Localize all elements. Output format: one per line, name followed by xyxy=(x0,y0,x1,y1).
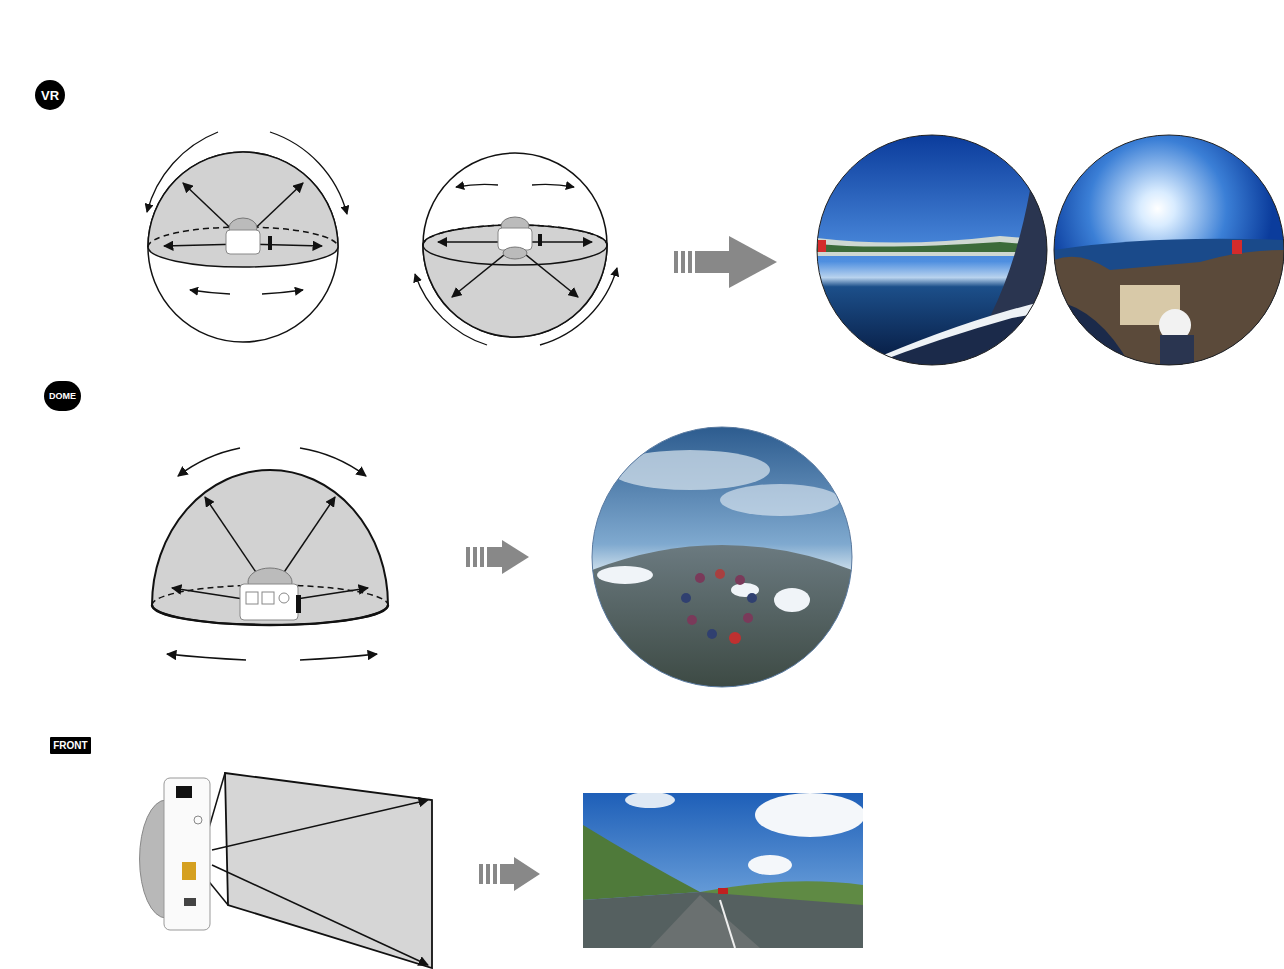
mode-label: DOME xyxy=(49,392,76,401)
mode-label: VR xyxy=(41,89,59,102)
vr-mode-badge: VR xyxy=(35,80,65,110)
front-mode-badge: FRONT xyxy=(50,737,91,754)
dome-mode-badge: DOME xyxy=(44,381,81,411)
mode-label: FRONT xyxy=(53,741,87,751)
